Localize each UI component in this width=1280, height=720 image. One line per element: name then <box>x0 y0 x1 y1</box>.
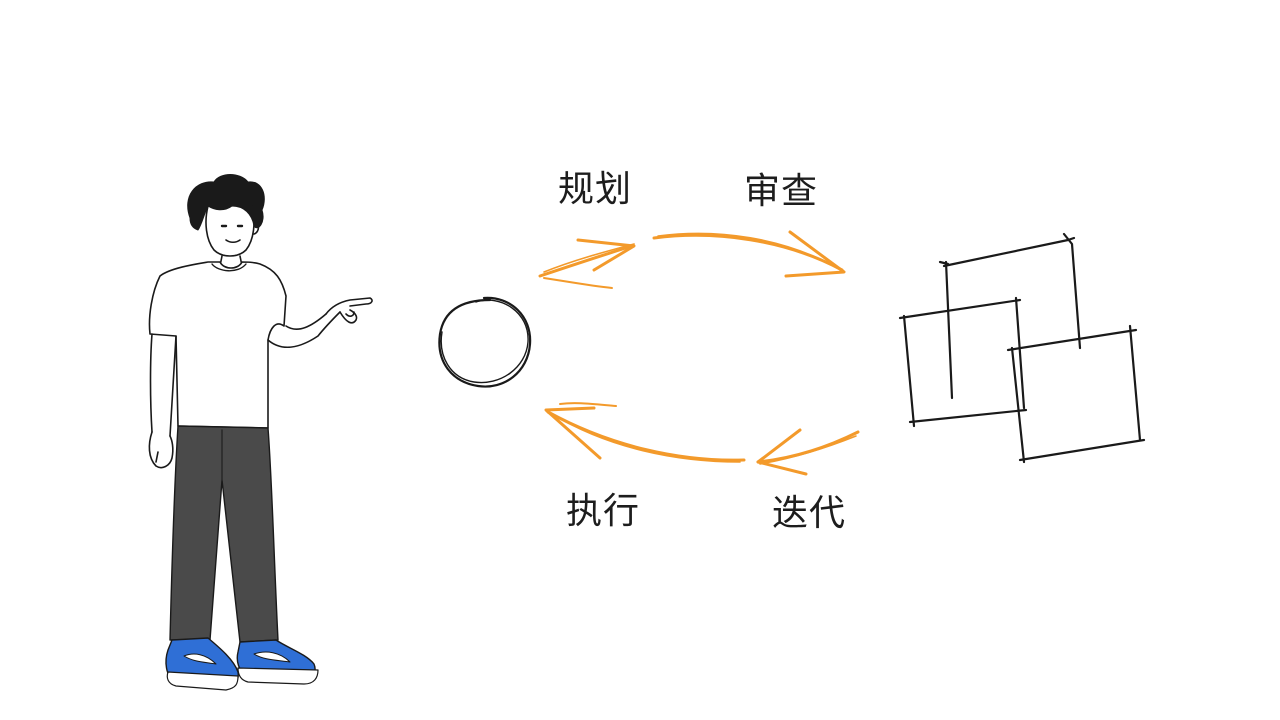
stacked-squares-icon <box>898 232 1146 464</box>
person-pants <box>169 425 279 643</box>
person-illustration <box>148 174 373 691</box>
person-tshirt <box>148 261 287 429</box>
step-label-iterate: 迭代 <box>772 493 847 534</box>
step-label-execute: 执行 <box>566 491 641 532</box>
circle-icon <box>438 296 532 388</box>
arrow-execute <box>544 402 746 463</box>
step-label-review: 审查 <box>744 171 819 212</box>
step-label-plan: 规划 <box>558 169 633 210</box>
arrow-plan <box>538 238 636 289</box>
person-face <box>205 205 255 257</box>
person-hair <box>187 174 265 231</box>
arrow-review <box>652 230 846 278</box>
arrow-iterate <box>756 428 860 476</box>
